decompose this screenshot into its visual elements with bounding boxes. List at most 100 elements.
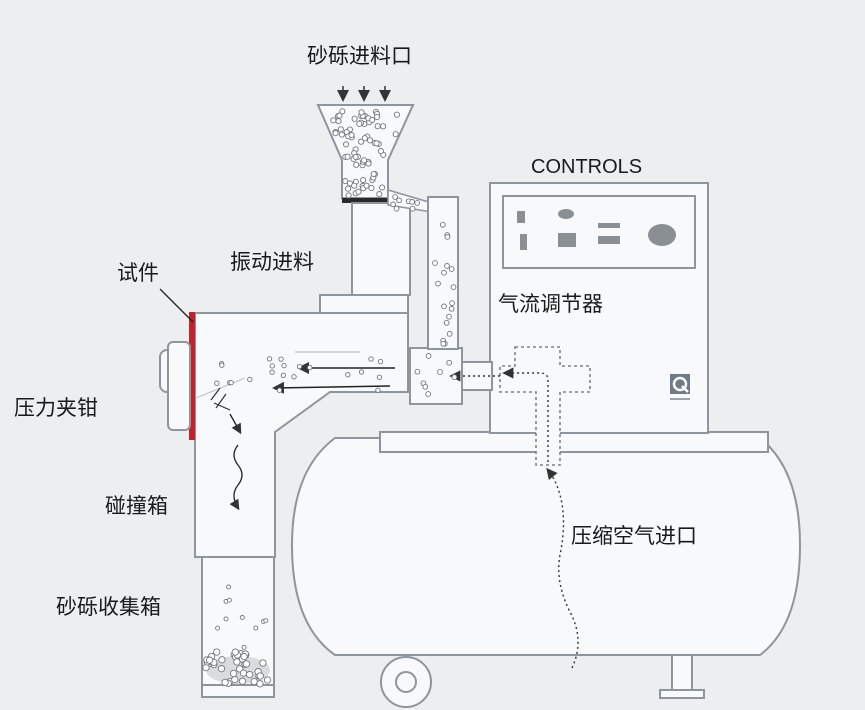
gravel-pellet xyxy=(330,117,337,124)
gravel-pellet xyxy=(422,383,429,390)
gravel-pellet xyxy=(358,369,365,375)
gravel-pellet xyxy=(291,374,297,380)
gravel-pellet xyxy=(247,376,253,383)
gravel-pellet xyxy=(377,148,384,155)
gravel-pellet xyxy=(450,284,457,290)
q-panel-logo xyxy=(670,374,690,400)
gravel-pellet xyxy=(353,161,360,168)
gravel-pellet xyxy=(342,141,350,148)
gravel-pellet xyxy=(240,652,248,661)
gravel-pellet xyxy=(437,369,443,375)
gravel-pellet xyxy=(368,356,374,362)
gravel-pellet xyxy=(435,280,441,287)
gravel-pellet xyxy=(366,137,374,144)
gravel-pellet xyxy=(266,356,273,362)
gravel-pellet xyxy=(228,379,234,386)
gravel-pellet xyxy=(369,116,376,124)
gravel-pellet xyxy=(355,188,362,195)
gravel-pellet xyxy=(361,135,368,142)
gravel-pellet xyxy=(375,387,381,393)
gravel-pellet xyxy=(344,153,351,160)
gravel-pellet xyxy=(345,372,351,378)
gravel-flow-arrows xyxy=(210,351,395,511)
gravel-pellet xyxy=(444,263,450,269)
gravel-inlet-label: 砂砾进料口 xyxy=(307,44,412,68)
gravel-pellet xyxy=(351,115,358,122)
gravel-pellet xyxy=(448,266,455,272)
gravel-pellet xyxy=(239,669,248,677)
gravel-pellets xyxy=(202,108,458,688)
gravel-pellet xyxy=(332,130,339,137)
gravel-pellet xyxy=(217,665,226,673)
gravel-pellet xyxy=(392,194,398,200)
gravel-pellet xyxy=(239,615,245,620)
vibration-feed-label: 振动进料 xyxy=(230,250,314,274)
gravel-pellet xyxy=(409,199,415,205)
gravel-pellet xyxy=(296,363,303,370)
gravel-pellet xyxy=(356,120,363,127)
gravel-pellet xyxy=(263,676,272,684)
gravel-pellet xyxy=(393,111,400,118)
panel-switch xyxy=(520,234,527,250)
gravel-pellet xyxy=(363,182,370,189)
gravel-pellet xyxy=(451,374,458,380)
gravel-pellet xyxy=(439,221,446,228)
gravel-pellet xyxy=(281,362,287,369)
gravel-pellet xyxy=(414,200,421,206)
gravel-pellet xyxy=(441,269,447,276)
impact-box-label: 碰撞箱 xyxy=(105,494,168,518)
gravel-pellet xyxy=(376,191,383,198)
gravel-pellet xyxy=(444,234,451,240)
gravel-pellet xyxy=(278,356,284,362)
gravel-pellet xyxy=(358,109,365,116)
gravel-pellet xyxy=(440,340,447,347)
gravel-pellet xyxy=(380,123,387,130)
gravel-pellet xyxy=(365,160,372,167)
gravel-pellet xyxy=(370,170,377,178)
gravel-pellet xyxy=(377,358,384,365)
gravel-pellet xyxy=(231,675,239,684)
gravel-pellet xyxy=(215,625,221,631)
gravel-pellet xyxy=(231,648,239,656)
panel-knob xyxy=(558,209,574,219)
gravel-pellet xyxy=(348,132,355,139)
gravel-pellet xyxy=(253,625,259,631)
gravel-pellet xyxy=(368,184,375,192)
panel-gauge xyxy=(648,224,676,246)
gravel-pellet xyxy=(219,362,225,368)
gravel-pellet xyxy=(269,363,275,369)
vibration-feeder xyxy=(319,188,433,314)
gravel-pellet xyxy=(269,369,275,375)
gravel-pellet xyxy=(352,153,359,160)
gravel-pellet xyxy=(374,123,381,130)
gravel-pellet xyxy=(361,157,368,164)
compressor-foot xyxy=(671,654,693,694)
gravel-pellet xyxy=(345,185,352,192)
gravel-pellet xyxy=(337,126,344,133)
gravel-pellet xyxy=(448,305,455,312)
gravel-pellet xyxy=(205,656,214,664)
gravel-pellet xyxy=(213,648,221,656)
gravel-pellet xyxy=(218,656,226,664)
gravel-pellet xyxy=(342,178,349,185)
gravel-pellet xyxy=(230,669,238,678)
gravel-pellet xyxy=(338,131,345,138)
gravel-pellet xyxy=(393,205,400,212)
gravel-pellet xyxy=(241,644,247,650)
panel-indicator-top xyxy=(598,223,620,228)
gravel-pellet xyxy=(351,182,358,189)
gravel-pellet xyxy=(425,391,432,397)
gravel-pellet xyxy=(336,112,343,119)
gravel-pellet xyxy=(373,113,381,121)
gravel-pellet xyxy=(396,197,402,204)
gravel-pellet xyxy=(425,353,432,359)
gravel-pellet xyxy=(335,118,342,125)
panel-slot xyxy=(517,211,525,223)
compressed-air-path xyxy=(546,467,579,669)
gravel-pellet xyxy=(339,108,346,115)
gravel-collection-box-label: 砂砾收集箱 xyxy=(56,595,161,619)
air-compressor-tank xyxy=(290,431,802,708)
pressure-clamp-label: 压力夹钳 xyxy=(14,396,98,420)
airflow-regulator xyxy=(499,346,591,466)
